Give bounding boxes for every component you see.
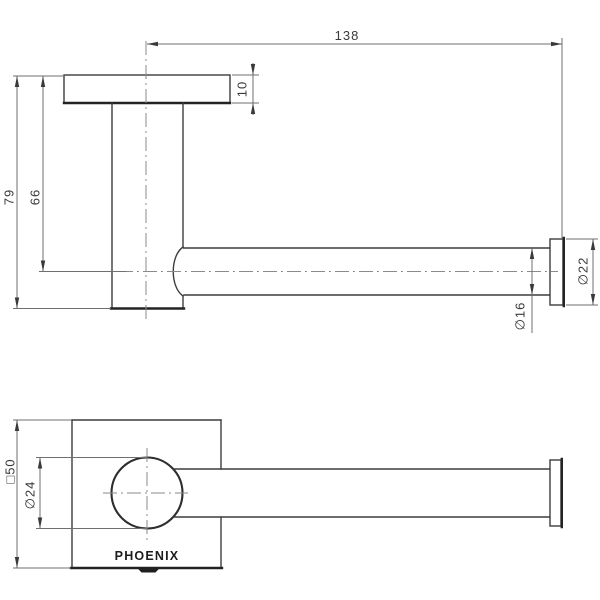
side-view xyxy=(62,41,565,322)
dim-cap-diameter-label: ∅22 xyxy=(575,257,590,286)
dim-plate-size-label: □50 xyxy=(2,458,17,483)
dim-length-138: 138 xyxy=(147,28,563,238)
dim-rail-diameter-16: ∅16 xyxy=(512,248,535,333)
dim-flange-thickness-label: 10 xyxy=(234,81,249,97)
brand-label: PHOENIX xyxy=(115,549,180,563)
dim-rail-diameter-label: ∅16 xyxy=(512,302,527,331)
dim-plate-size-50: □50 xyxy=(2,419,72,569)
dim-flange-thickness-10: 10 xyxy=(232,63,259,115)
set-screw-notch xyxy=(138,568,159,573)
dim-hub-diameter-label: ∅24 xyxy=(22,481,37,510)
dim-length-label: 138 xyxy=(335,28,360,43)
dim-cap-diameter-22: ∅22 xyxy=(566,238,598,306)
dim-centre-height-label: 66 xyxy=(27,189,42,205)
dim-hub-diameter-24: ∅24 xyxy=(22,457,147,529)
flange-outline xyxy=(63,74,231,104)
dim-overall-height-79: 79 xyxy=(1,75,111,309)
front-view: PHOENIX xyxy=(69,419,563,573)
dim-centre-height-66: 66 xyxy=(27,76,126,272)
end-cap-front xyxy=(549,459,562,527)
dim-overall-height-label: 79 xyxy=(1,189,16,205)
